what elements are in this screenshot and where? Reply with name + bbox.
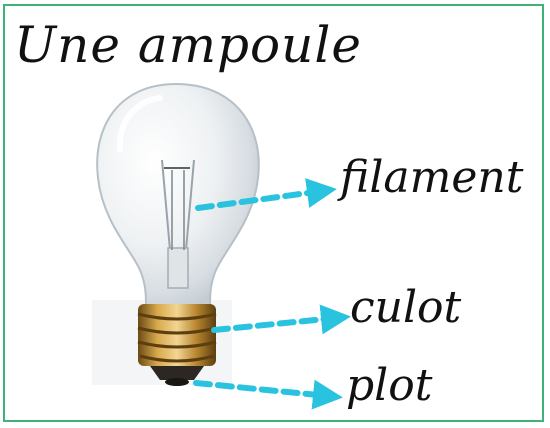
arrow-plot: [196, 383, 328, 396]
label-plot: plot: [346, 358, 432, 414]
label-culot: culot: [350, 280, 461, 336]
label-filament: filament: [340, 150, 523, 206]
screw-base: [138, 304, 216, 366]
arrow-culot: [214, 318, 336, 330]
page-title: Une ampoule: [14, 6, 362, 84]
